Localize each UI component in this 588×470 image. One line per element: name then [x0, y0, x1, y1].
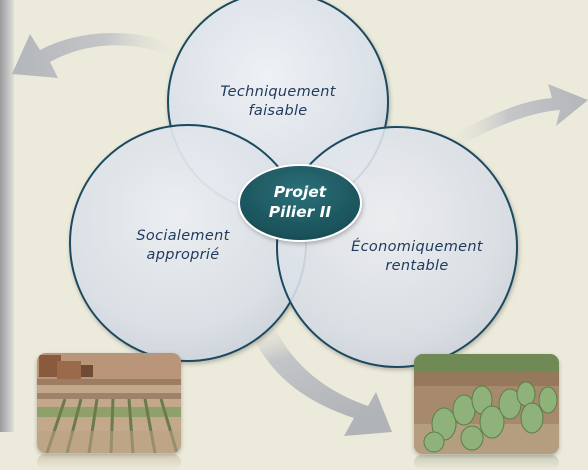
label-social: Socialement approprié [118, 227, 248, 265]
center-label-line2: Pilier II [268, 203, 332, 221]
arrow-top-right [444, 84, 588, 150]
prickly-pear-cactus-photo [414, 354, 559, 454]
prickly-pear-reflection [414, 455, 559, 470]
arrow-bottom [250, 322, 392, 436]
center-ellipse [238, 164, 362, 242]
left-edge-bar [0, 0, 14, 432]
label-economic: Économiquement rentable [342, 238, 492, 276]
arrow-top-left [12, 32, 184, 78]
terraced-field-reflection [37, 454, 181, 470]
label-social-text: Socialement approprié [136, 228, 230, 263]
center-label-line1: Projet [273, 183, 327, 201]
terraced-field-photo [37, 353, 181, 453]
label-economic-text: Économiquement rentable [351, 239, 483, 274]
center-label: Projet Pilier II [250, 182, 350, 222]
label-technical-text: Techniquement faisable [220, 84, 336, 119]
label-technical: Techniquement faisable [208, 83, 348, 121]
